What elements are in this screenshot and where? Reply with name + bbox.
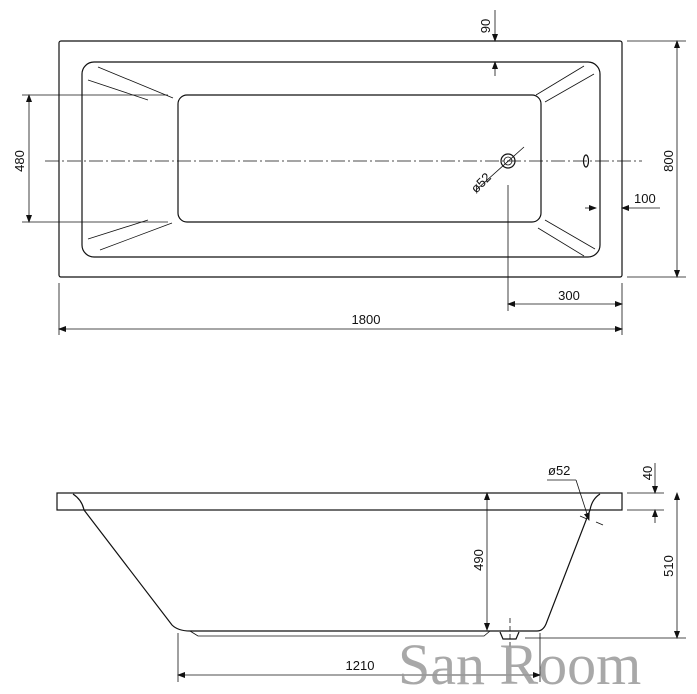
- side-floor: [189, 630, 491, 637]
- basin-floor: [177, 94, 542, 223]
- dim-drain-diameter: ø52: [468, 170, 494, 196]
- slope-lines: [87, 65, 596, 257]
- dim-inner-depth: 490: [471, 549, 486, 571]
- dim-total-height: 510: [661, 555, 676, 577]
- dim-length: 1800: [352, 312, 381, 327]
- watermark: San Room: [398, 632, 641, 694]
- dim-drain-offset: 300: [558, 288, 580, 303]
- dim-rim-thickness: 40: [640, 466, 655, 480]
- side-rim: [56, 492, 623, 511]
- dim-side-drain-diameter: ø52: [548, 463, 570, 478]
- side-view: ø52 40 510 490 1210: [56, 463, 686, 682]
- top-view: 90 800 480 ø52 100 300 1800: [12, 10, 686, 335]
- dim-floor-width: 480: [12, 150, 27, 172]
- basin-edge: [81, 61, 601, 258]
- side-drain: [499, 631, 520, 640]
- dim-rim-width: 90: [478, 19, 493, 33]
- dim-overflow-offset: 100: [634, 191, 656, 206]
- side-body: [72, 493, 601, 632]
- outer-rim: [58, 40, 623, 278]
- dim-floor-length: 1210: [346, 658, 375, 673]
- overflow-icon: [582, 154, 590, 168]
- dim-width: 800: [661, 150, 676, 172]
- drain-icon: [500, 153, 516, 169]
